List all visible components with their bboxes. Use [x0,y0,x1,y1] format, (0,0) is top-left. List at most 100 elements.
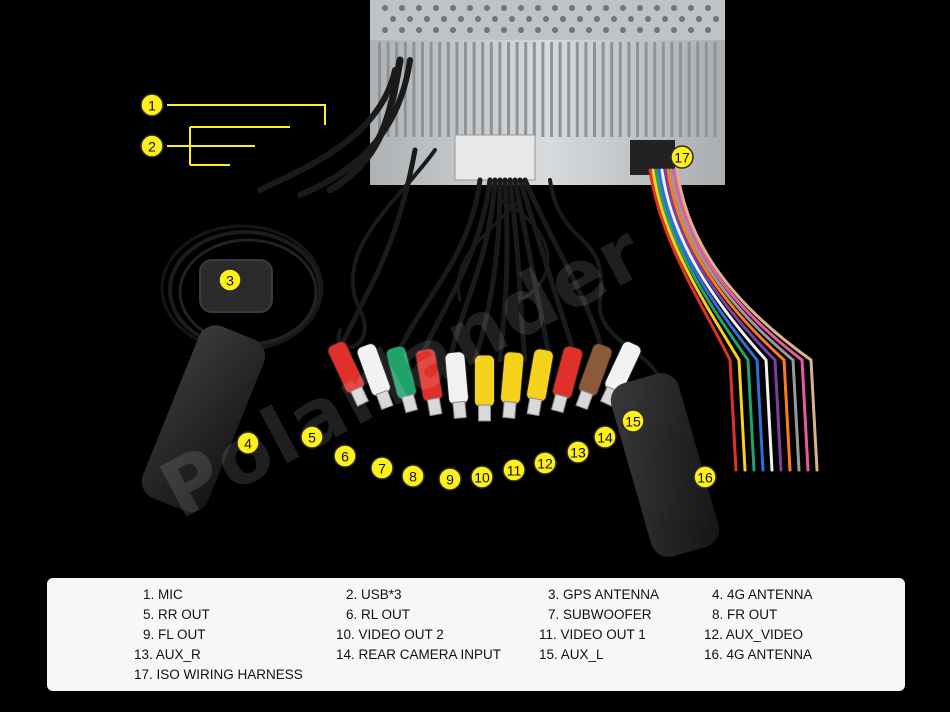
vent-hole [382,5,388,11]
harness-wire [663,168,783,472]
vent-hole [603,5,609,11]
callout-marker: 9 [438,467,462,491]
callout-circle [693,465,717,489]
rca-plugs [327,340,642,422]
callout-number: 9 [446,472,454,488]
heatsink-fin [575,42,579,137]
callout-marker: 5 [300,425,324,449]
vent-hole [645,16,651,22]
vent-hole [433,27,439,33]
callout-marker: 7 [370,456,394,480]
heatsink-fin [438,42,442,137]
callout-number: 13 [570,445,586,461]
vent-hole [569,27,575,33]
heatsink-fin [429,42,433,137]
callout-number: 16 [697,470,713,486]
callout-circle [470,465,494,489]
callout-number: 11 [507,463,522,479]
legend-item: 15. AUX_L [539,647,604,662]
legend-item: 16. 4G ANTENNA [704,647,813,662]
harness-wire [666,168,792,472]
callout-circle [370,456,394,480]
callout-marker: 3 [218,268,242,292]
harness-wire [657,168,765,472]
harness-wire [654,168,756,472]
legend-item: 3. GPS ANTENNA [548,587,660,602]
heatsink-fin [704,42,708,137]
heatsink-fin [696,42,700,137]
heatsink-fin [498,42,502,137]
vent-hole [535,27,541,33]
vent-hole [611,16,617,22]
heatsink-fin [670,42,674,137]
callout-number: 6 [341,449,349,465]
heatsink-fin [687,42,691,137]
callout-number: 14 [597,430,613,446]
vent-hole [603,27,609,33]
4g-antenna-left [141,325,266,513]
legend-item: 1. MIC [143,587,183,602]
legend-item: 5. RR OUT [143,607,210,622]
vent-hole [509,16,515,22]
callout-number: 12 [537,456,553,472]
vent-hole [586,5,592,11]
vent-hole [382,27,388,33]
vent-hole [399,27,405,33]
harness-wire [669,168,801,472]
legend-item: 12. AUX_VIDEO [704,627,804,642]
callout-circle [300,425,324,449]
callout-marker: 6 [333,444,357,468]
vent-hole [654,27,660,33]
harness-wire [672,168,810,472]
legend-item: 8. FR OUT [712,607,778,622]
rca-plug [575,343,613,411]
vent-hole [713,16,719,22]
callout-circle [621,409,645,433]
iso-wiring-harness [648,168,819,472]
legend-item: 13. AUX_R [134,647,201,662]
legend-item: 14. REAR CAMERA INPUT [336,647,502,662]
vent-hole [628,16,634,22]
heatsink-fin [627,42,631,137]
rca-plug [499,351,525,419]
vent-hole [458,16,464,22]
vent-hole [637,27,643,33]
vent-hole [552,5,558,11]
callout-circle [670,145,694,169]
callout-number: 10 [474,470,490,486]
heatsink-fin [472,42,476,137]
vent-hole [424,16,430,22]
callout-circle [140,134,164,158]
heatsink-fin [593,42,596,137]
vent-hole [484,5,490,11]
legend-item: 4. 4G ANTENNA [712,587,813,602]
callout-number: 3 [226,273,234,289]
head-unit-chassis [370,0,725,185]
heatsink-fin [661,42,665,137]
vent-hole [671,5,677,11]
vent-hole [501,27,507,33]
vent-hole [577,16,583,22]
callout-number: 2 [148,139,156,155]
callout-marker: 13 [566,440,590,464]
callout-marker: 17 [670,145,694,169]
heatsink-fin [446,42,450,137]
rca-plug [526,348,554,417]
callout-marker: 12 [533,451,557,475]
callout-marker: 14 [593,425,617,449]
callout-marker: 11 [502,458,526,482]
harness-wire [651,168,747,472]
heatsink-fins [378,42,717,137]
vent-hole [654,5,660,11]
heatsink-fin [524,42,528,137]
4g-antenna-right [610,373,720,557]
legend-item: 17. ISO WIRING HARNESS [134,667,303,682]
callout-circle [502,458,526,482]
vent-hole [407,16,413,22]
vent-hole [620,27,626,33]
harness-wire [675,168,819,472]
heatsink-fin [636,42,639,137]
vent-hole [390,16,396,22]
